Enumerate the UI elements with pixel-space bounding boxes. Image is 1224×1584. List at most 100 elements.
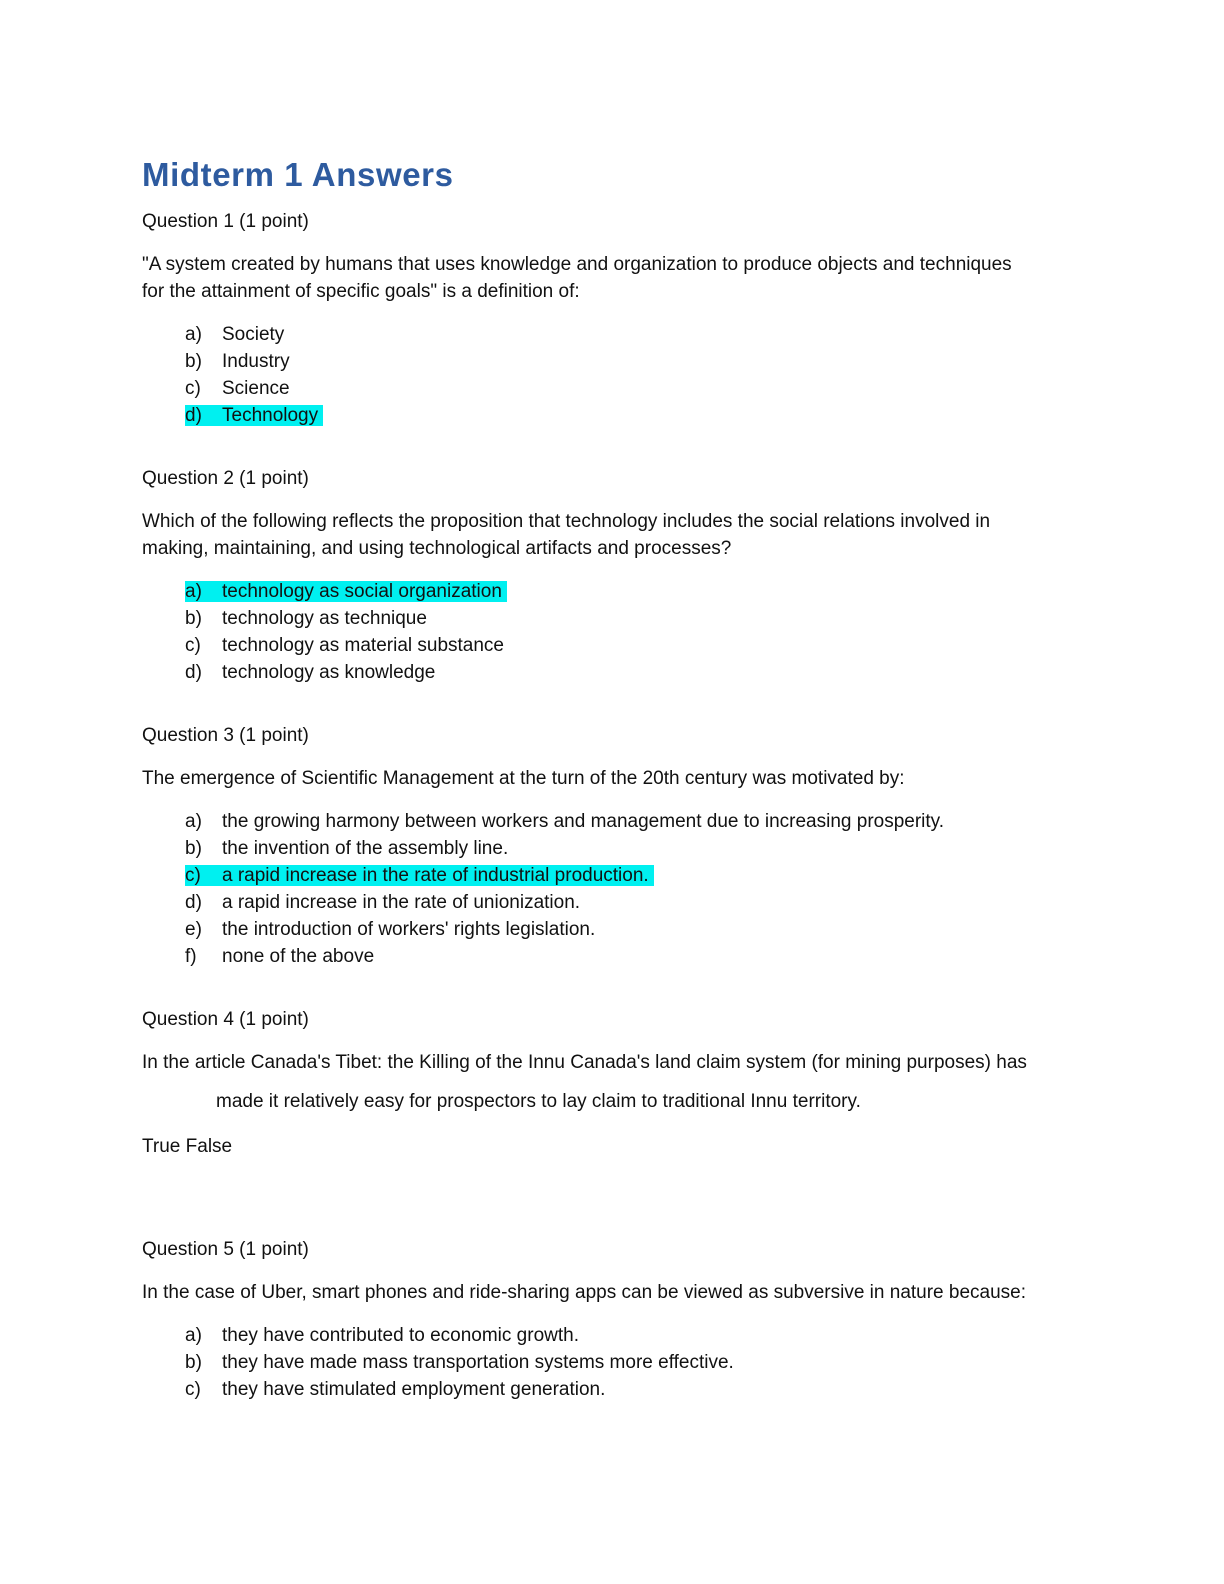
option-text: technology as social organization [222, 581, 502, 602]
option-text: the invention of the assembly line. [222, 838, 509, 859]
option-text: Society [222, 324, 285, 345]
option-content: b) technology as technique [185, 608, 427, 629]
question-prompt: Which of the following reflects the prop… [142, 508, 1084, 562]
prompt-line: The emergence of Scientific Management a… [142, 768, 905, 789]
option-text: a rapid increase in the rate of industri… [222, 865, 649, 886]
question-prompt: "A system created by humans that uses kn… [142, 251, 1084, 305]
highlighted-answer: d) Technology [185, 405, 324, 426]
prompt-line: for the attainment of specific goals" is… [142, 281, 580, 302]
option-letter: a) [185, 324, 202, 345]
option-text: they have stimulated employment generati… [222, 1379, 606, 1400]
option-item: e) the introduction of workers' rights le… [185, 916, 1084, 943]
highlighted-answer: c) a rapid increase in the rate of indust… [185, 865, 654, 886]
prompt-line: made it relatively easy for prospectors … [216, 1091, 861, 1112]
option-content: c) they have stimulated employment genera… [185, 1379, 605, 1400]
option-text: Science [222, 378, 290, 399]
options-list: a) they have contributed to economic grow… [185, 1322, 1084, 1403]
option-item: c) Science [185, 375, 1084, 402]
prompt-line: "A system created by humans that uses kn… [142, 254, 1012, 275]
option-letter: a) [185, 1325, 202, 1346]
option-content: f) none of the above [185, 946, 374, 967]
options-list: a) Society b) Industry c) Science d) Technology [185, 321, 1084, 429]
option-letter: d) [185, 662, 202, 683]
option-content: b) Industry [185, 351, 290, 372]
option-letter: f) [185, 946, 197, 967]
option-letter: c) [185, 378, 201, 399]
option-letter: b) [185, 608, 202, 629]
option-item: a) Society [185, 321, 1084, 348]
highlighted-answer: a) technology as social organization [185, 581, 507, 602]
option-content: a) Society [185, 324, 284, 345]
option-item: d) technology as knowledge [185, 659, 1084, 686]
option-item: c) technology as material substance [185, 632, 1084, 659]
option-text: they have contributed to economic growth… [222, 1325, 579, 1346]
option-item: a) technology as social organization [185, 578, 1084, 605]
question-label: Question 2 (1 point) [142, 468, 309, 489]
question-block: Question 1 (1 point) "A system created by… [142, 208, 1084, 429]
option-content: a) the growing harmony between workers an… [185, 811, 944, 832]
question-prompt: In the article Canada's Tibet: the Killi… [142, 1049, 1084, 1076]
option-item: b) the invention of the assembly line. [185, 835, 1084, 862]
question-label: Question 1 (1 point) [142, 211, 309, 232]
question-label: Question 4 (1 point) [142, 1009, 309, 1030]
option-letter: a) [185, 581, 202, 602]
option-content: c) technology as material substance [185, 635, 504, 656]
questions-section: Question 1 (1 point) "A system created by… [142, 208, 1084, 1403]
option-letter: c) [185, 865, 201, 886]
option-text: the growing harmony between workers and … [222, 811, 945, 832]
question-block: Question 5 (1 point) In the case of Uber,… [142, 1236, 1084, 1403]
option-text: the introduction of workers' rights legi… [222, 919, 596, 940]
option-text: Industry [222, 351, 290, 372]
prompt-line: In the case of Uber, smart phones and ri… [142, 1282, 1027, 1303]
option-content: a) they have contributed to economic grow… [185, 1325, 579, 1346]
option-letter: a) [185, 811, 202, 832]
option-letter: e) [185, 919, 202, 940]
option-item: c) they have stimulated employment genera… [185, 1376, 1084, 1403]
question-prompt: made it relatively easy for prospectors … [142, 1088, 1084, 1115]
prompt-line: In the article Canada's Tibet: the Killi… [142, 1052, 1027, 1073]
question-prompt: In the case of Uber, smart phones and ri… [142, 1279, 1084, 1306]
question-label: Question 5 (1 point) [142, 1239, 309, 1260]
option-letter: b) [185, 351, 202, 372]
option-text: they have made mass transportation syste… [222, 1352, 734, 1373]
prompt-line: making, maintaining, and using technolog… [142, 538, 732, 559]
option-content: d) a rapid increase in the rate of unioni… [185, 892, 580, 913]
question-prompt: True False [142, 1133, 1084, 1160]
option-content: e) the introduction of workers' rights le… [185, 919, 595, 940]
option-text: none of the above [222, 946, 375, 967]
option-letter: c) [185, 635, 201, 656]
prompt-line: Which of the following reflects the prop… [142, 511, 991, 532]
option-item: a) they have contributed to economic grow… [185, 1322, 1084, 1349]
option-item: b) technology as technique [185, 605, 1084, 632]
option-text: technology as knowledge [222, 662, 436, 683]
option-letter: d) [185, 892, 202, 913]
options-list: a) the growing harmony between workers an… [185, 808, 1084, 970]
option-letter: c) [185, 1379, 201, 1400]
document-title: Midterm 1 Answers [142, 156, 454, 193]
option-item: a) the growing harmony between workers an… [185, 808, 1084, 835]
option-text: a rapid increase in the rate of unioniza… [222, 892, 581, 913]
question-block: Question 2 (1 point) Which of the followi… [142, 465, 1084, 686]
option-content: b) they have made mass transportation sys… [185, 1352, 734, 1373]
option-item: b) they have made mass transportation sys… [185, 1349, 1084, 1376]
option-content: d) technology as knowledge [185, 662, 435, 683]
option-letter: b) [185, 1352, 202, 1373]
option-content: b) the invention of the assembly line. [185, 838, 508, 859]
question-prompt: The emergence of Scientific Management a… [142, 765, 1084, 792]
option-content: c) Science [185, 378, 290, 399]
option-letter: b) [185, 838, 202, 859]
question-block: Question 4 (1 point) In the article Canad… [142, 1006, 1084, 1160]
option-letter: d) [185, 405, 202, 426]
prompt-line: True False [142, 1136, 233, 1157]
question-label: Question 3 (1 point) [142, 725, 309, 746]
option-item: c) a rapid increase in the rate of indust… [185, 862, 1084, 889]
option-item: d) a rapid increase in the rate of unioni… [185, 889, 1084, 916]
option-item: d) Technology [185, 402, 1084, 429]
option-text: technology as technique [222, 608, 427, 629]
option-item: b) Industry [185, 348, 1084, 375]
option-item: f) none of the above [185, 943, 1084, 970]
option-text: Technology [222, 405, 319, 426]
option-text: technology as material substance [222, 635, 504, 656]
question-block: Question 3 (1 point) The emergence of Sci… [142, 722, 1084, 970]
